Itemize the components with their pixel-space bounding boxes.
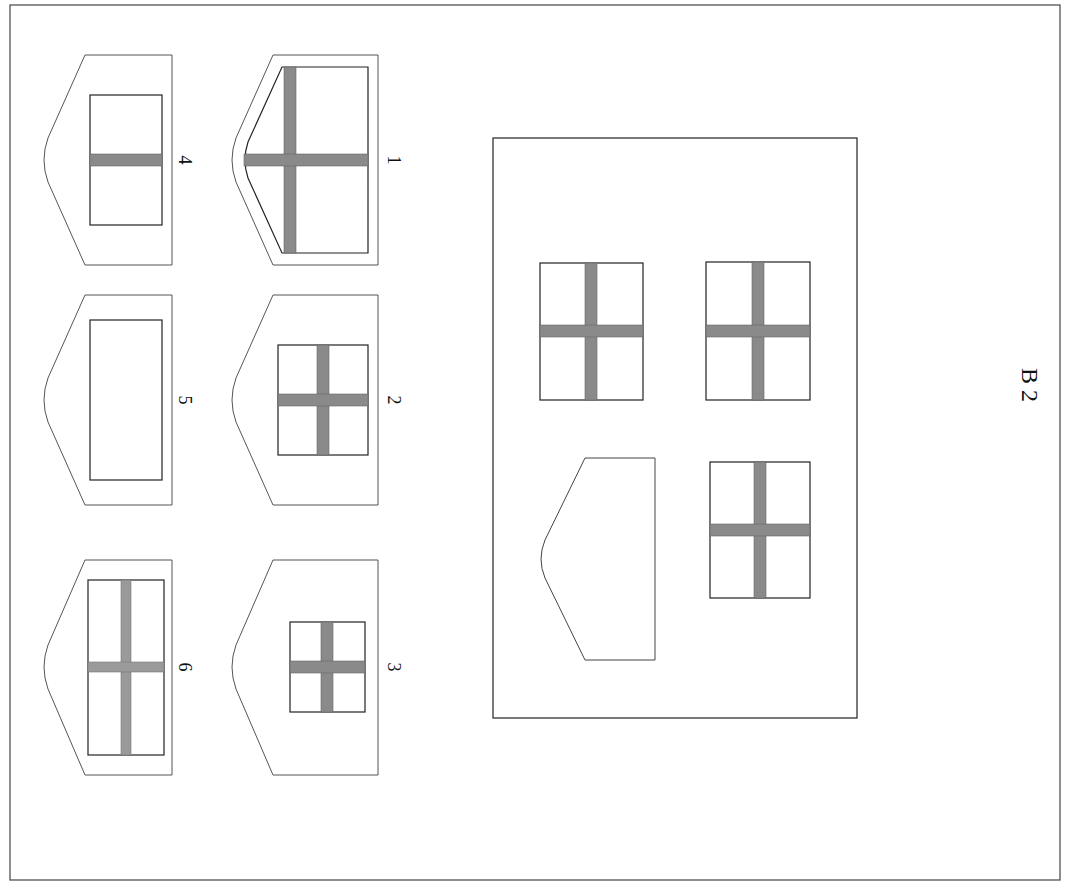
option-number: 4 [175,156,193,165]
option-number: 3 [384,663,402,672]
option-number: 2 [384,396,402,405]
option-shields [44,55,378,775]
item-code: B 2 [1018,368,1042,402]
option-number: 5 [175,396,193,405]
problem-tiles [540,262,810,660]
option-4-figure [90,95,162,225]
option-2-figure [278,345,368,455]
option-3-figure [290,622,365,712]
option-1-figure [244,67,368,253]
option-6-figure [88,580,164,755]
option-number: 1 [384,156,402,165]
page-frame [10,5,1060,880]
option-5-figure [90,320,162,480]
option-number: 6 [175,663,193,672]
problem-frame [493,138,857,718]
